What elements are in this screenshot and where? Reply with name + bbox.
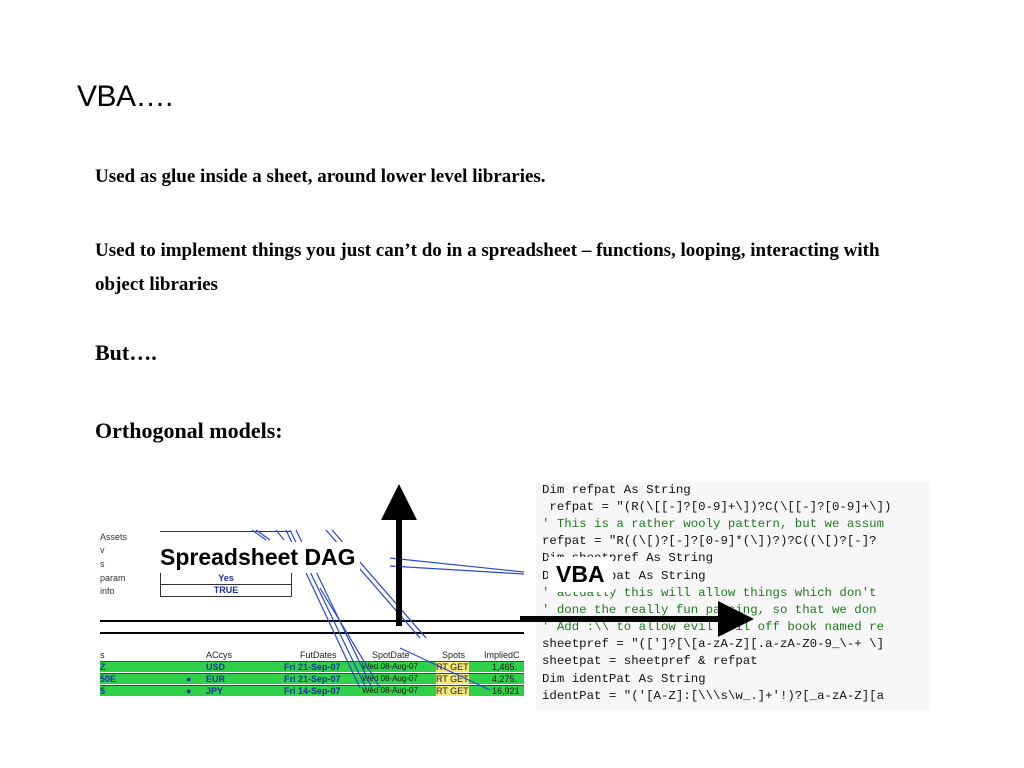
cell: Wed 08-Aug-07	[362, 686, 418, 695]
spreadsheet-dag-label: Spreadsheet DAG	[156, 542, 360, 573]
bullet-dot: ●	[186, 686, 192, 696]
side-label: Assets	[100, 532, 128, 542]
cell: RT GET	[436, 686, 469, 696]
cell: 50E	[100, 674, 117, 684]
side-label: info	[100, 586, 115, 596]
code-line: sheetpref = "([']?[\[a-zA-Z][.a-zA-Z0-9_…	[542, 637, 885, 651]
code-comment: ' This is a rather wooly pattern, but we…	[542, 517, 885, 531]
cell: Fri 21-Sep-07	[284, 662, 341, 672]
code-comment: ' done the really fun parsing, so that w…	[542, 603, 877, 617]
header-cell: s	[100, 650, 105, 660]
sheet-row: 50E ● EUR Fri 21-Sep-07 Wed 08-Aug-07 RT…	[100, 673, 524, 684]
cell: RT GET	[436, 662, 469, 672]
info-value: TRUE	[160, 584, 292, 597]
cell: EUR	[206, 674, 226, 684]
code-line: Dim refpat As String	[542, 483, 691, 497]
divider	[100, 620, 524, 622]
cell: RT GET	[436, 674, 469, 684]
cell: 1,465.	[492, 662, 518, 672]
bullet-dot: ●	[186, 674, 192, 684]
slide-title: VBA….	[77, 80, 173, 113]
param-box-top	[160, 531, 290, 541]
header-cell: ImpliedC	[484, 650, 520, 660]
cell: USD	[206, 662, 226, 672]
side-label: v	[100, 545, 105, 555]
divider	[100, 632, 524, 634]
cell: Wed 08-Aug-07	[362, 662, 418, 671]
code-line: refpat = "R((\[)?[-]?[0-9]*(\])?)?C((\[)…	[542, 534, 877, 548]
sheet-row: 5 ● JPY Fri 14-Sep-07 Wed 08-Aug-07 RT G…	[100, 685, 524, 696]
header-cell: ACcys	[206, 650, 233, 660]
vba-label: VBA	[548, 557, 613, 592]
orthogonal-heading: Orthogonal models:	[95, 418, 283, 443]
cell: Fri 14-Sep-07	[284, 686, 341, 696]
cell: 5	[100, 686, 106, 696]
code-line: sheetpat = sheetpref & refpat	[542, 654, 758, 668]
code-line: Dim identPat As String	[542, 672, 706, 686]
sheet-row: Z USD Fri 21-Sep-07 Wed 08-Aug-07 RT GET…	[100, 661, 524, 672]
sheet-header-row: s ACcys FutDates SpotDate Spots ImpliedC	[100, 650, 524, 660]
bullet-implement: Used to implement things you just can’t …	[95, 240, 880, 295]
code-line: refpat = "(R(\[[-]?[0-9]+\])?C(\[[-]?[0-…	[542, 500, 892, 514]
header-cell: Spots	[442, 650, 466, 660]
header-cell: SpotDate	[372, 650, 410, 660]
bullet-glue: Used as glue inside a sheet, around lowe…	[95, 166, 546, 187]
code-comment: ' Add :\\ to allow evil evil off book na…	[542, 620, 885, 634]
but-text: But….	[95, 340, 157, 365]
side-label: s	[100, 559, 105, 569]
cell: Wed 08-Aug-07	[362, 674, 418, 683]
code-line: identPat = "('[A-Z]:[\\\s\w_.]+'!)?[_a-z…	[542, 689, 885, 703]
header-cell: FutDates	[300, 650, 337, 660]
cell: Z	[100, 662, 106, 672]
cell: 4,275.	[492, 674, 518, 684]
vba-code-image: Dim refpat As String refpat = "(R(\[[-]?…	[536, 482, 930, 710]
cell: JPY	[206, 686, 224, 696]
cell: 16,921	[492, 686, 520, 696]
side-label: param	[100, 573, 126, 583]
cell: Fri 21-Sep-07	[284, 674, 341, 684]
